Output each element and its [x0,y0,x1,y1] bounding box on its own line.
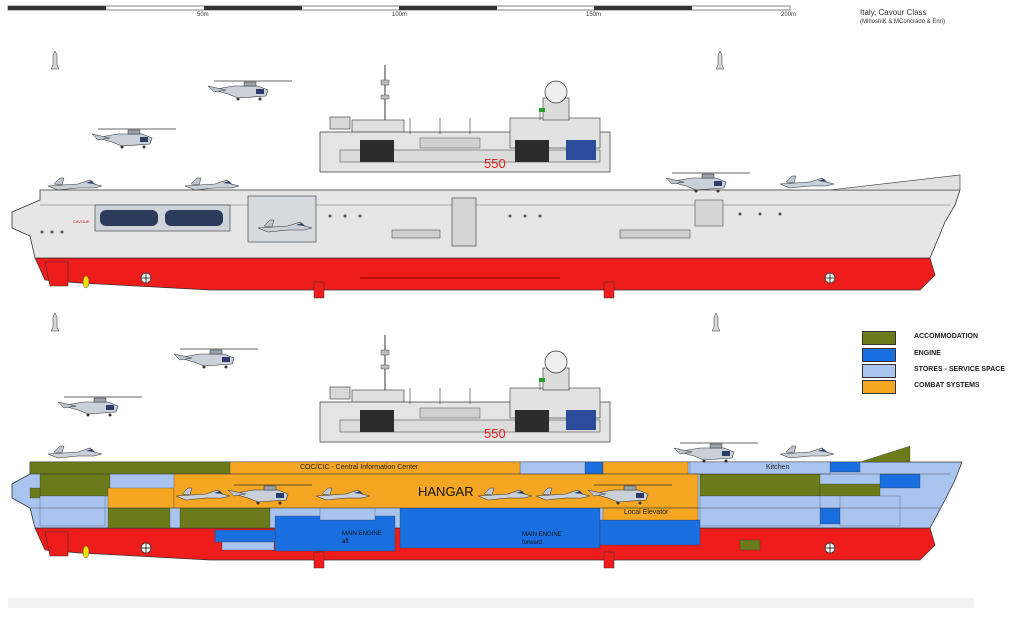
scale-tick-label: 100m [392,12,408,18]
engine-aft-label: MAIN ENGINE aft [342,531,382,545]
legend-label: COMBAT SYSTEMS [914,382,980,389]
scale-tick-label: 50m [197,12,209,18]
scale-tick-label: 200m [781,12,797,18]
elevator-label: Local Elevator [624,509,669,516]
diagram-title: Italy, Cavour Class [860,8,927,17]
legend-label: ENGINE [914,350,941,357]
legend-swatch [862,348,896,362]
legend-label: ACCOMMODATION [914,333,979,340]
engine-fwd-label: MAIN ENGINE forward [522,532,562,546]
hull-number-bottom: 550 [484,426,506,441]
scale-tick-label: 150m [586,12,602,18]
legend-label: STORES - SERVICE SPACE [914,366,1006,373]
ship-name-marking: CAVOUR [73,219,90,224]
ship-exterior-profile [11,50,961,299]
cic-label: COC/CIC - Central Information Center [300,464,419,471]
legend-swatch [862,380,896,394]
hull-number-top: 550 [484,156,506,171]
scale-bar [7,5,791,11]
ship-cutaway-profile [11,312,963,569]
legend-swatch [862,331,896,345]
diagram-credits: (MihoshiK & MConcrado & Enri) [860,19,946,25]
legend-swatch [862,364,896,378]
kitchen-label: Kitchen [766,464,790,471]
hangar-label: HANGAR [418,484,474,499]
